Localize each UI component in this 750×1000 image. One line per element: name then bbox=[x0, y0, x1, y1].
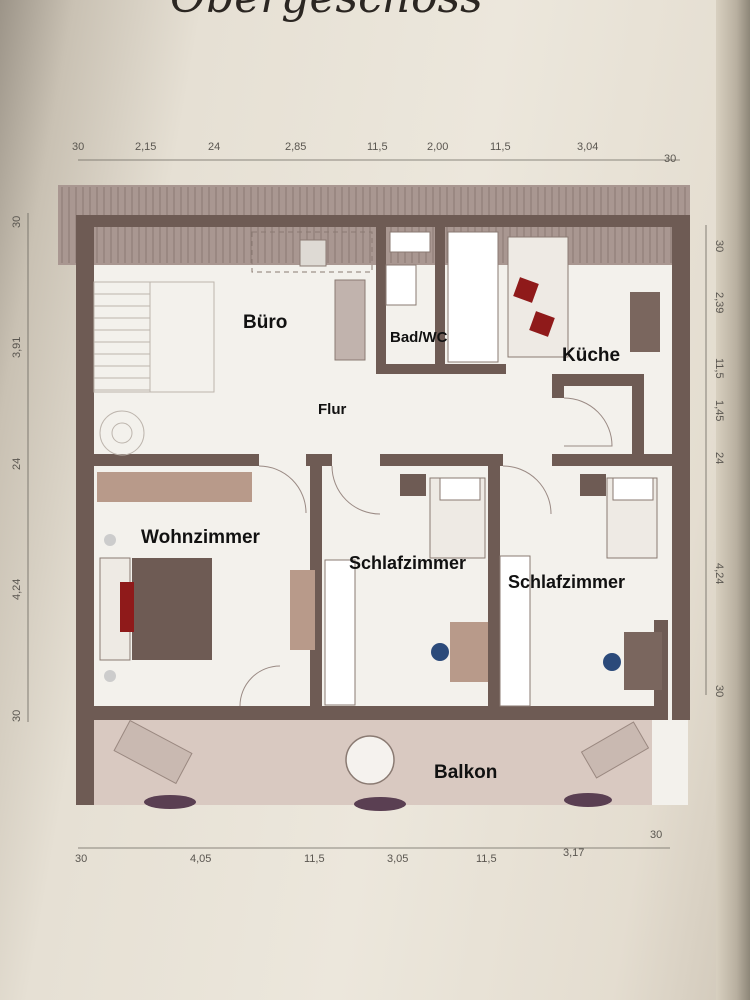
dim-left-4: 4,24 bbox=[11, 579, 23, 600]
room-label-balkon: Balkon bbox=[434, 762, 497, 783]
dim-top-6: 2,00 bbox=[427, 141, 448, 153]
bedroom-2-furniture bbox=[580, 474, 662, 690]
upper-right-bedroom-furniture bbox=[507, 236, 660, 358]
room-label-kueche: Küche bbox=[562, 345, 620, 366]
dim-bottom-7: 30 bbox=[650, 829, 662, 841]
room-label-schlafzimmer-1: Schlafzimmer bbox=[349, 553, 466, 573]
balcony-round-table bbox=[345, 735, 395, 785]
dim-right-4: 1,45 bbox=[713, 400, 725, 421]
dim-right-6: 4,24 bbox=[713, 563, 725, 584]
balcony-lounger-left bbox=[113, 719, 193, 785]
room-label-buero: Büro bbox=[243, 312, 287, 333]
dim-top-2: 2,15 bbox=[135, 141, 156, 153]
bedroom-1-furniture bbox=[324, 474, 531, 707]
office-furniture bbox=[251, 231, 373, 361]
dimensions-right: 30 2,39 11,5 1,45 24 4,24 30 bbox=[713, 240, 725, 697]
balcony-lounger-right bbox=[580, 721, 650, 779]
living-room-furniture bbox=[97, 472, 315, 682]
dim-left-3: 24 bbox=[11, 458, 23, 470]
book-spine-edge bbox=[716, 0, 750, 1000]
room-label-wohnzimmer: Wohnzimmer bbox=[141, 527, 261, 548]
dim-right-1: 30 bbox=[713, 240, 725, 252]
dimensions-bottom: 30 4,05 11,5 3,05 11,5 3,17 30 bbox=[75, 829, 662, 865]
dimension-lines bbox=[27, 159, 707, 849]
dim-right-5: 24 bbox=[713, 452, 725, 464]
staircase bbox=[93, 281, 215, 456]
dim-top-1: 30 bbox=[72, 141, 84, 153]
page-title-script: Obergeschoss bbox=[170, 0, 483, 23]
dim-bottom-3: 11,5 bbox=[304, 853, 325, 865]
dim-top-4: 2,85 bbox=[285, 141, 306, 153]
doors bbox=[239, 397, 613, 707]
dim-bottom-6: 3,17 bbox=[563, 847, 584, 859]
dim-top-9: 30 bbox=[664, 153, 676, 165]
dim-top-5: 11,5 bbox=[367, 141, 388, 153]
dim-right-7: 30 bbox=[713, 685, 725, 697]
dimensions-top: 30 2,15 24 2,85 11,5 2,00 11,5 3,04 30 bbox=[72, 141, 676, 165]
dim-right-2: 2,39 bbox=[713, 292, 725, 313]
dim-right-3: 11,5 bbox=[713, 358, 725, 379]
dim-left-1: 30 bbox=[11, 216, 23, 228]
dim-top-7: 11,5 bbox=[490, 141, 511, 153]
dim-top-8: 3,04 bbox=[577, 141, 598, 153]
dim-bottom-4: 3,05 bbox=[387, 853, 408, 865]
bathroom-fixtures bbox=[385, 231, 499, 363]
room-label-bad: Bad/WC bbox=[390, 329, 448, 346]
dim-left-2: 3,91 bbox=[11, 337, 23, 358]
dim-bottom-1: 30 bbox=[75, 853, 87, 865]
room-label-schlafzimmer-2: Schlafzimmer bbox=[508, 572, 625, 592]
dim-top-3: 24 bbox=[208, 141, 220, 153]
dim-bottom-2: 4,05 bbox=[190, 853, 211, 865]
balcony-plants bbox=[144, 793, 612, 811]
room-labels: Büro Bad/WC Küche Flur Wohnzimmer Schlaf… bbox=[141, 312, 625, 783]
dim-left-5: 30 bbox=[11, 710, 23, 722]
dim-bottom-5: 11,5 bbox=[476, 853, 497, 865]
dimensions-left: 30 3,91 24 4,24 30 bbox=[11, 216, 23, 722]
room-label-flur: Flur bbox=[318, 401, 346, 418]
